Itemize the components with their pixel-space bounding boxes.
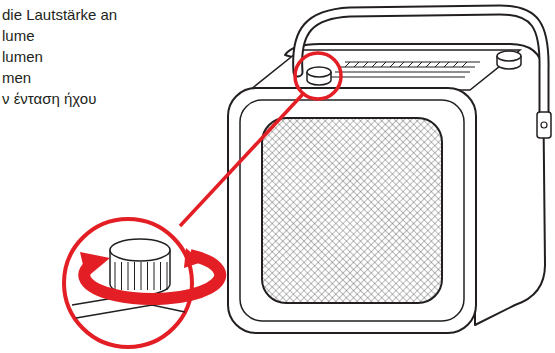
instruction-text: men xyxy=(2,69,31,87)
dial-tick xyxy=(399,62,404,67)
instruction-text: ν ένταση ήχου xyxy=(2,90,96,108)
dial-tick xyxy=(435,62,440,67)
knob-grip xyxy=(121,262,122,290)
knob-grip xyxy=(154,262,155,290)
knob-grip xyxy=(134,262,135,290)
knob-grip xyxy=(141,262,142,290)
instruction-text: die Lautstärke an xyxy=(2,6,117,24)
dial-tick xyxy=(417,62,422,67)
dial-tick xyxy=(453,62,458,67)
dial-tick xyxy=(363,62,368,67)
dial-tick xyxy=(426,62,431,67)
dial-tick xyxy=(408,62,413,67)
dial-tick xyxy=(381,62,386,67)
dial-tick xyxy=(444,62,449,67)
knob-grip xyxy=(147,262,148,290)
knob-grip xyxy=(128,262,129,290)
instruction-text: lume xyxy=(2,27,35,45)
dial-tick xyxy=(462,62,467,67)
knob-grip xyxy=(160,262,161,290)
dial-tick xyxy=(345,62,350,67)
dial-tick xyxy=(390,62,395,67)
instruction-text: lumen xyxy=(2,48,43,66)
knob-grip xyxy=(115,262,116,290)
dial-tick xyxy=(354,62,359,67)
dial-tick xyxy=(372,62,377,67)
knob-grip xyxy=(167,262,168,290)
